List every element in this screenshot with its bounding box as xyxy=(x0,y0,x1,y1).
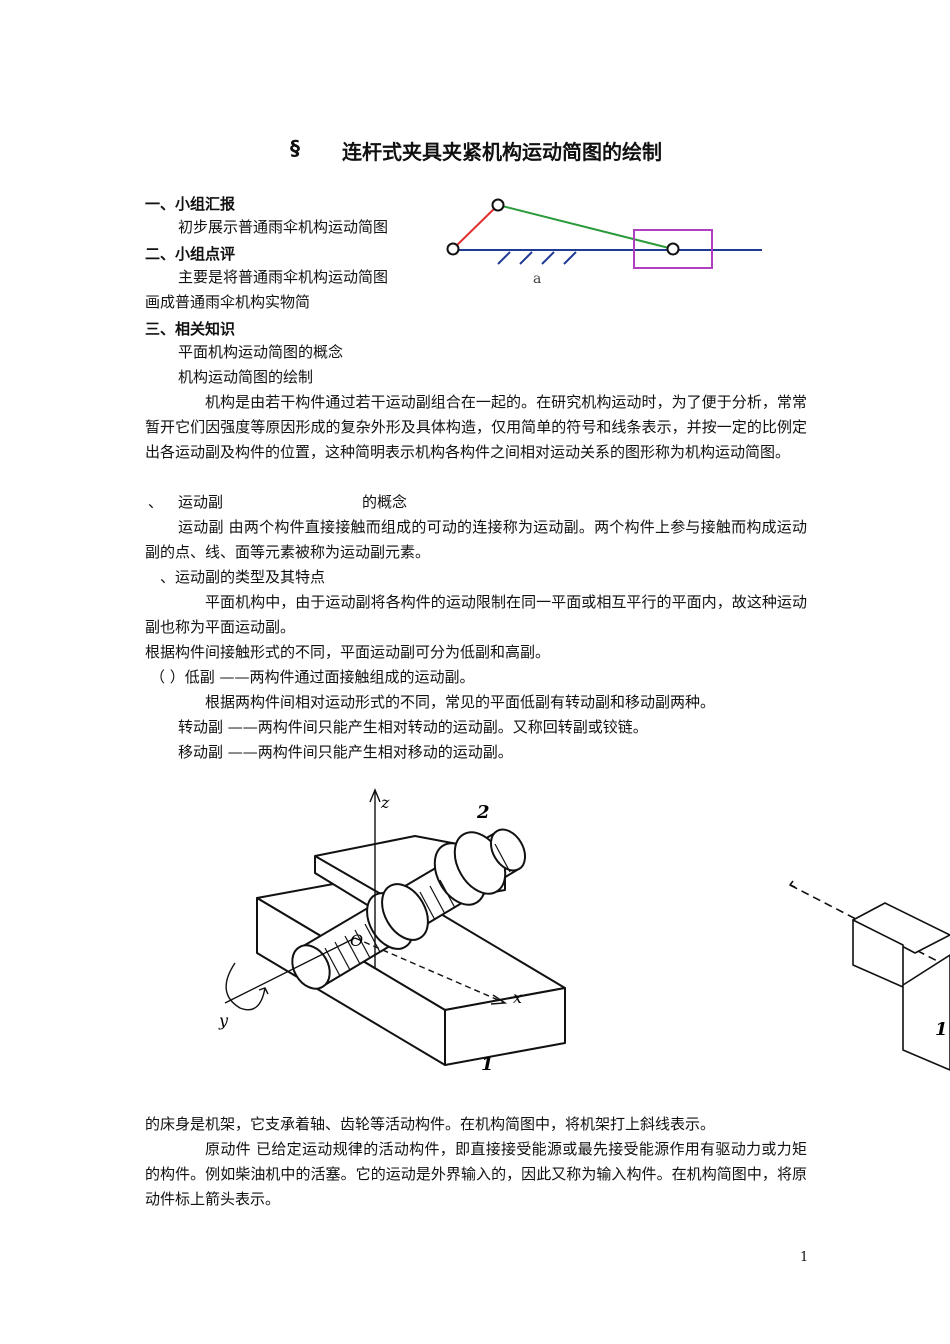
section-3-item-1: 平面机构运动简图的概念 xyxy=(178,343,344,361)
y-axis xyxy=(224,937,356,1004)
shaft-end-face xyxy=(291,944,331,990)
base-side-face xyxy=(444,987,566,1066)
section-1-heading: 一、小组汇报 xyxy=(145,195,236,213)
concept-suffix: 的概念 xyxy=(362,493,408,511)
shaft-far-end xyxy=(489,828,527,872)
section-2-text-2: 画成普通雨伞机构实物简 xyxy=(145,293,311,311)
prismatic-pair-line: 移动副 ——两构件间只能产生相对移动的运动副。 xyxy=(178,743,513,761)
concept-prefix: 、 xyxy=(148,493,164,511)
revolute-joint-figure: z x y O 2 1 xyxy=(218,788,566,1075)
revolute-pair-line: 转动副 ——两构件间只能产生相对转动的运动副。又称回转副或铰链。 xyxy=(178,718,648,736)
lower-pair-detail: 根据两构件间相对运动形式的不同，常见的平面低副有转动副和移动副两种。 xyxy=(205,693,716,711)
axis-y-label: y xyxy=(218,1011,229,1030)
rotation-arrow xyxy=(225,962,266,1011)
paragraph-kinematic-pair: 运动副 由两个构件直接接触而组成的可动的连接称为运动副。两个构件上参与接触而构成… xyxy=(145,518,807,561)
part-1-label: 1 xyxy=(481,1054,494,1075)
axis-z-label: z xyxy=(380,793,390,812)
x-axis xyxy=(354,937,506,1004)
types-heading: 、运动副的类型及其特点 xyxy=(160,568,326,586)
collar-left-2 xyxy=(381,883,429,941)
section-2-heading: 二、小组点评 xyxy=(145,245,236,263)
page-number: 1 xyxy=(800,1250,809,1265)
concept-term: 运动副 xyxy=(178,493,224,511)
slider-joint xyxy=(666,242,680,256)
section-2-text-1: 主要是将普通雨伞机构运动简图 xyxy=(178,268,389,286)
slider-block xyxy=(633,229,713,269)
crank-coupler-joint xyxy=(491,198,505,212)
slider-crank-diagram: a xyxy=(446,198,762,287)
coupler-link xyxy=(497,204,674,250)
ground-hatch xyxy=(497,251,577,265)
part-2-label: 2 xyxy=(476,802,490,823)
crank-link xyxy=(452,204,499,250)
diagram-label-a: a xyxy=(533,271,541,287)
part-1-label-right: 1 xyxy=(935,1019,948,1040)
contact-line: 根据构件间接触形式的不同，平面运动副可分为低副和高副。 xyxy=(145,643,551,661)
paragraph-planar-pair: 平面机构中，由于运动副将各构件的运动限制在同一平面或相互平行的平面内，故这种运动… xyxy=(145,593,807,636)
lower-pair-line: （ ）低副 ——两构件通过面接触组成的运动副。 xyxy=(150,668,475,686)
axis-x-label: x xyxy=(513,988,522,1007)
page-title: 连杆式夹具夹紧机构运动简图的绘制 xyxy=(342,140,662,164)
section-3-item-2: 机构运动简图的绘制 xyxy=(178,368,314,386)
section-1-text: 初步展示普通雨伞机构运动简图 xyxy=(178,218,389,236)
paragraph-definition: 机构是由若干构件通过若干运动副组合在一起的。在研究机构运动时，为了便于分析，常常… xyxy=(145,393,807,461)
paragraph-driving-link: 原动件 已给定运动规律的活动构件，即直接接受能源或最先接受能源作用有驱动力或力矩… xyxy=(145,1140,807,1208)
section-3-heading: 三、相关知识 xyxy=(145,320,236,338)
guide-block xyxy=(902,954,950,1071)
crank-pivot xyxy=(446,242,460,256)
frame-line: 的床身是机架，它支承着轴、齿轮等活动构件。在机构简图中，将机架打上斜线表示。 xyxy=(145,1115,716,1133)
title-symbol: § xyxy=(290,136,300,160)
prismatic-joint-figure-partial: 1 xyxy=(789,880,950,1071)
origin-label: O xyxy=(350,931,363,950)
